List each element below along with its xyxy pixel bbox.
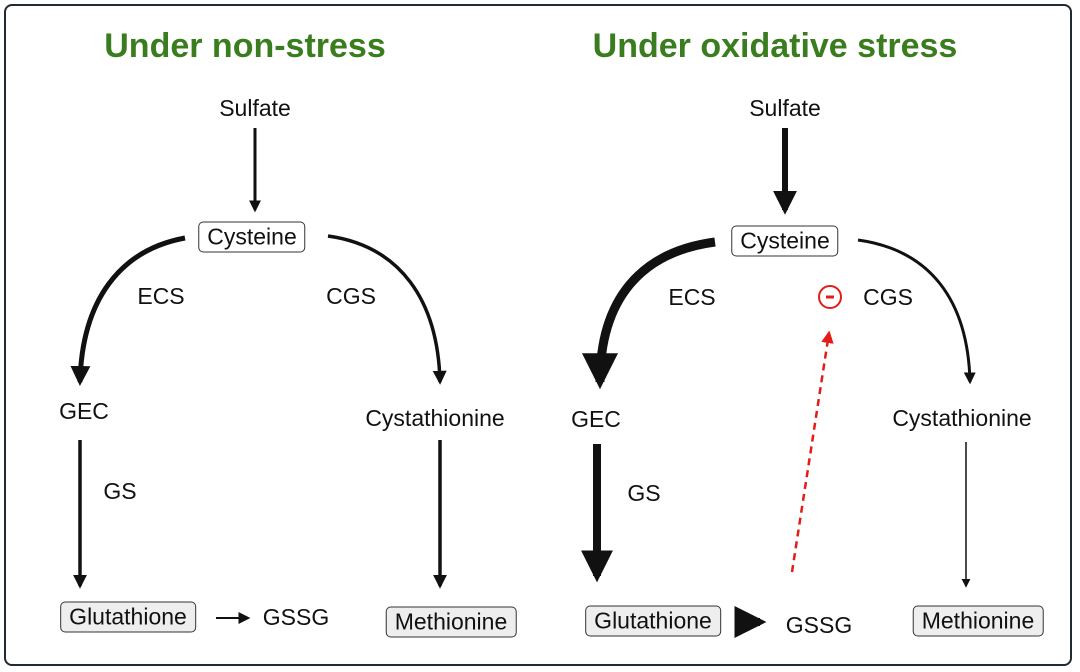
right-sulfate-label: Sulfate xyxy=(749,95,821,121)
left-panel-title: Under non-stress xyxy=(104,27,386,65)
left-cgs-label: CGS xyxy=(326,283,376,309)
right-methionine-box: Methionine xyxy=(912,605,1044,637)
right-cgs-arrow xyxy=(857,238,976,385)
right-ecs-arrow xyxy=(582,237,716,390)
right-gec-label: GEC xyxy=(571,406,621,432)
left-gec-label: GEC xyxy=(59,398,109,424)
right-panel-title: Under oxidative stress xyxy=(592,27,958,65)
left-sulfate-label: Sulfate xyxy=(219,95,291,121)
left-glutathione-box: Glutathione xyxy=(60,601,196,633)
left-gssg-label: GSSG xyxy=(262,604,330,630)
right-glutathione-box: Glutathione xyxy=(585,605,721,637)
right-cysteine-box: Cysteine xyxy=(731,225,839,257)
right-ecs-label: ECS xyxy=(668,284,716,310)
left-cystathionine-label: Cystathionine xyxy=(365,405,505,431)
minus-circle-icon xyxy=(818,285,842,309)
right-gssg-inhibition-arrow xyxy=(790,330,834,573)
left-ecs-label: ECS xyxy=(137,283,185,309)
right-gs-label: GS xyxy=(627,480,661,506)
left-methionine-box: Methionine xyxy=(385,606,517,638)
right-cystathionine-label: Cystathionine xyxy=(892,405,1032,431)
diagram-frame xyxy=(4,4,1072,666)
left-ecs-arrow xyxy=(70,235,186,386)
right-gssg-label: GSSG xyxy=(785,612,853,638)
left-cgs-arrow xyxy=(327,234,447,385)
left-cysteine-box: Cysteine xyxy=(198,221,306,253)
left-gs-label: GS xyxy=(103,478,137,504)
right-cgs-label: CGS xyxy=(863,284,913,310)
